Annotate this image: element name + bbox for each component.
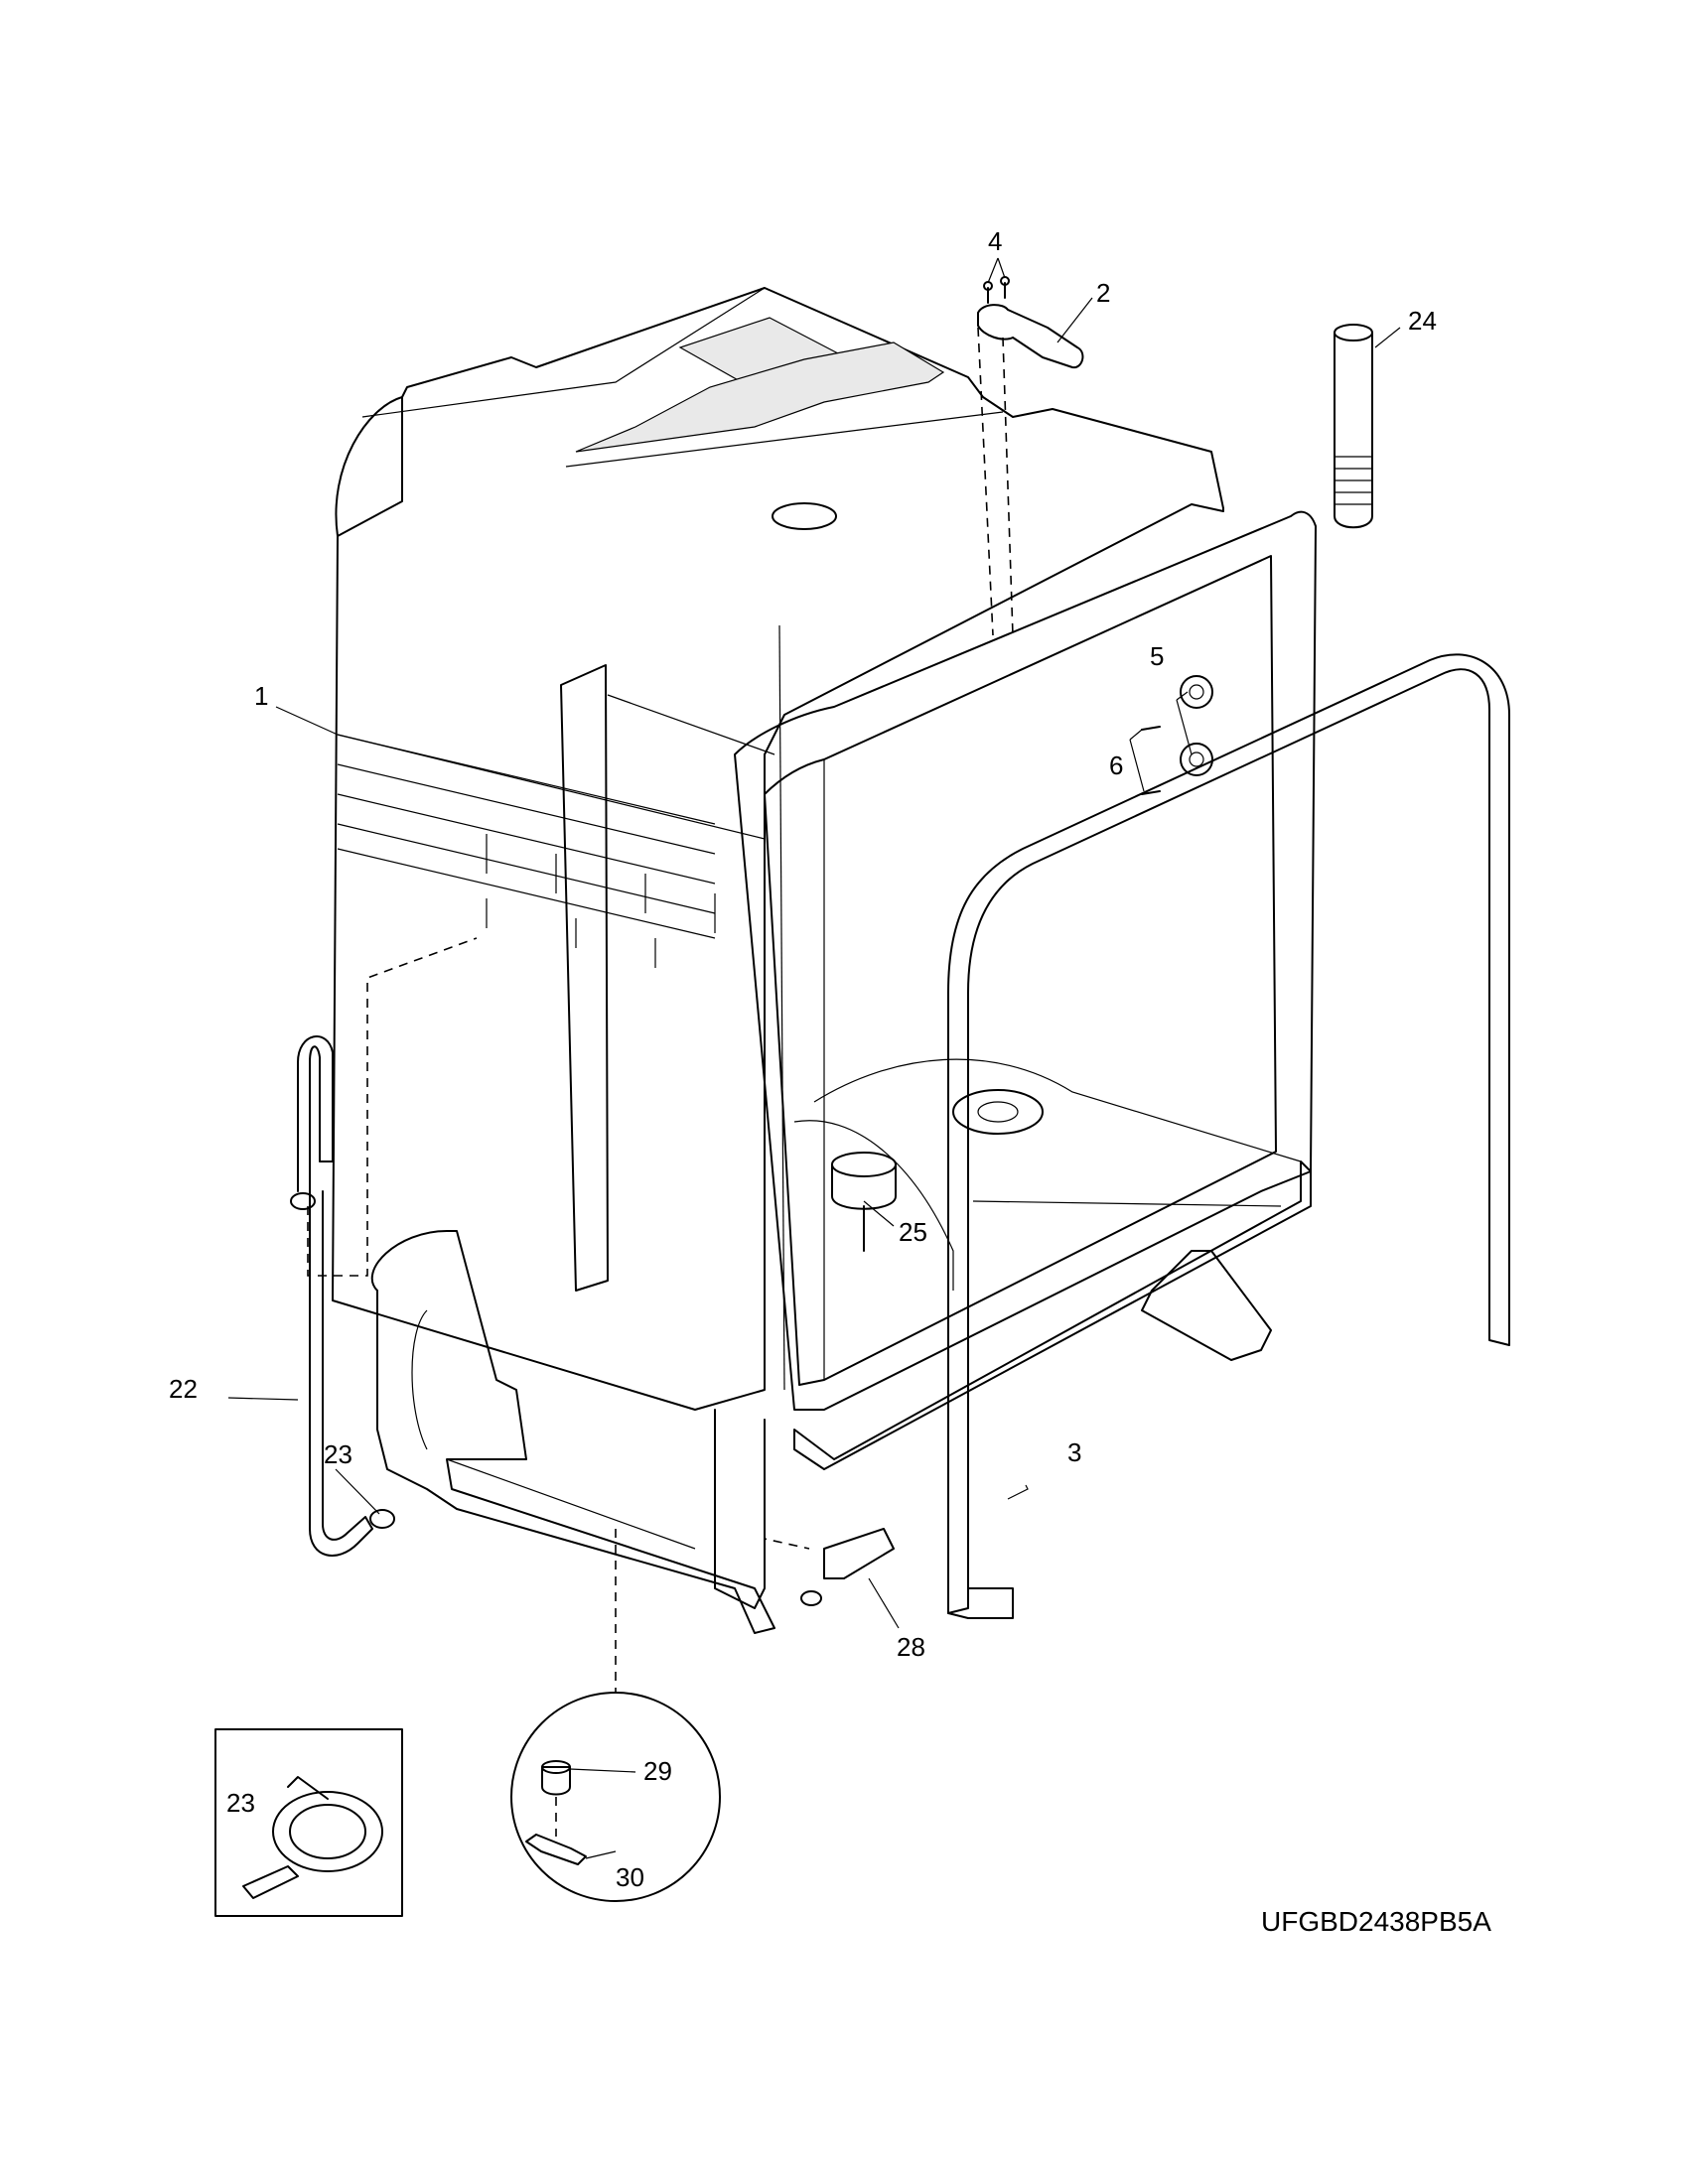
callout-2: 2 — [1096, 278, 1110, 308]
part-25-float — [831, 1152, 897, 1252]
callout-4: 4 — [988, 226, 1002, 256]
part-6-screws — [1141, 726, 1161, 795]
leader-lines — [227, 257, 1401, 1859]
part-23-clamp — [290, 1192, 395, 1529]
part-28-switch — [764, 1484, 895, 1606]
callout-23a: 23 — [324, 1439, 352, 1469]
callout-6: 6 — [1109, 751, 1123, 780]
callout-29: 29 — [643, 1756, 672, 1786]
callout-30: 30 — [616, 1862, 644, 1892]
part-24-hose — [1334, 324, 1373, 529]
callout-25: 25 — [899, 1217, 927, 1247]
part-3-gasket — [947, 653, 1510, 1614]
part-22-drain-hose — [297, 1035, 373, 1557]
callout-23b: 23 — [226, 1788, 255, 1818]
callout-22: 22 — [169, 1374, 198, 1404]
model-code: UFGBD2438PB5A — [1261, 1906, 1491, 1937]
callout-1: 1 — [254, 681, 268, 711]
tub-assembly — [332, 287, 1317, 1634]
callout-28: 28 — [897, 1632, 925, 1662]
part-2-bracket — [977, 304, 1084, 636]
inset-circle-detail — [510, 1529, 721, 1902]
part-5-bushings — [1180, 675, 1213, 776]
callout-5: 5 — [1150, 641, 1164, 671]
callout-3: 3 — [1067, 1437, 1081, 1467]
inset-clamp-detail — [214, 1728, 403, 1917]
callout-24: 24 — [1408, 306, 1437, 336]
part-3-gasket-end — [947, 1587, 1014, 1619]
part-4-screws — [983, 276, 1010, 304]
